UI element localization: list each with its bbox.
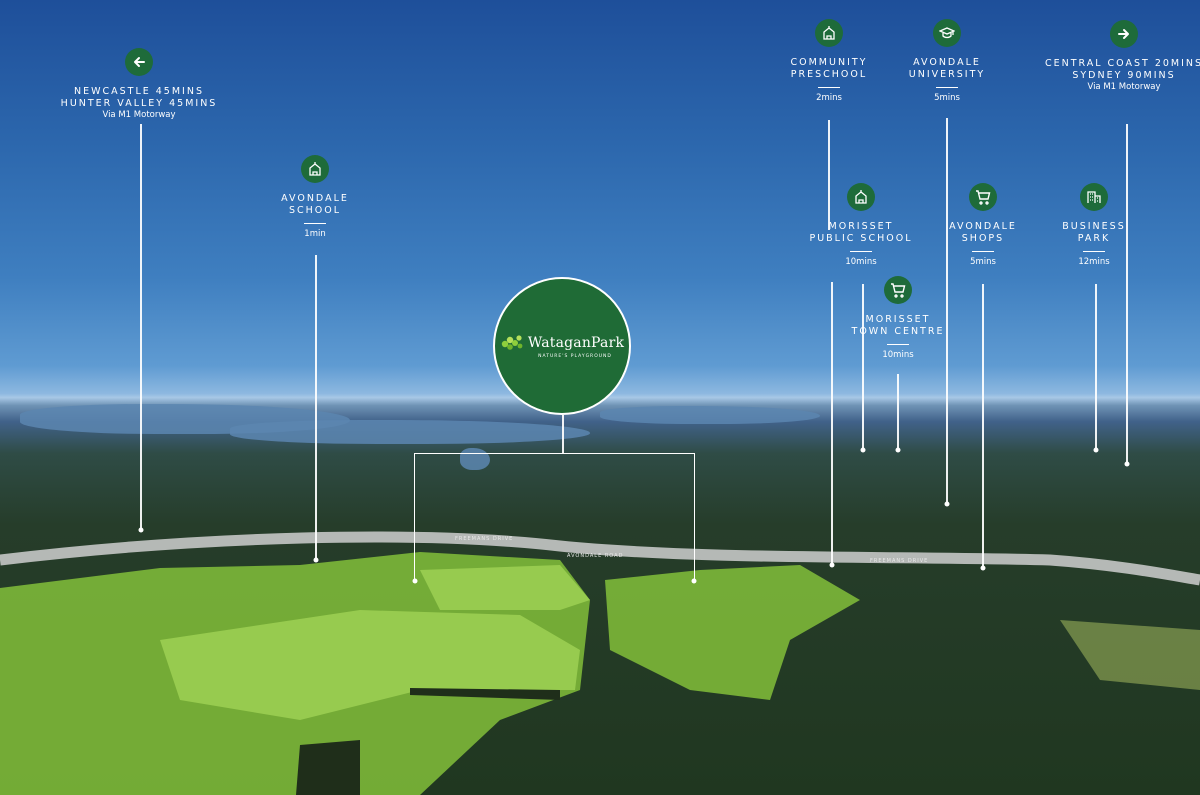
poi-avondale-shops: AVONDALE SHOPS 5mins <box>903 183 1063 268</box>
poi-label: AVONDALE <box>949 221 1017 232</box>
office-building-icon <box>1080 183 1108 211</box>
lake <box>230 420 590 444</box>
lake <box>600 406 820 424</box>
divider <box>304 223 326 224</box>
poi-time: 2mins <box>816 93 842 103</box>
poi-avondale-school: AVONDALE SCHOOL 1min <box>235 155 395 240</box>
poi-label: SHOPS <box>961 233 1005 244</box>
poi-label: CENTRAL COAST 20mins <box>1044 58 1200 69</box>
location-dot <box>691 578 697 584</box>
leader-line <box>831 282 833 565</box>
poi-route: Via M1 Motorway <box>102 110 176 120</box>
location-dot <box>1093 447 1099 453</box>
road-label-avondale-road: AVONDALE ROAD <box>567 553 624 559</box>
poi-route: Via M1 Motorway <box>1087 82 1161 92</box>
site-bracket <box>414 453 695 582</box>
road-label-freemans-drive: FREEMANS DRIVE <box>455 536 514 542</box>
poi-newcastle: NEWCASTLE 45mins HUNTER VALLEY 45mins Vi… <box>59 48 219 121</box>
divider <box>850 251 872 252</box>
leaf-cluster-icon <box>501 334 523 350</box>
arrow-right-icon <box>1110 20 1138 48</box>
location-dot <box>980 565 986 571</box>
watagan-park-logo: WataganPark NATURE'S PLAYGROUND <box>493 277 631 415</box>
poi-label: HUNTER VALLEY 45mins <box>60 98 218 109</box>
shopping-cart-icon <box>884 276 912 304</box>
poi-time: 12mins <box>1078 257 1110 267</box>
location-dot <box>944 501 950 507</box>
leader-line <box>862 284 864 450</box>
poi-label: PUBLIC SCHOOL <box>809 233 913 244</box>
leader-line <box>1095 284 1097 450</box>
poi-time: 5mins <box>970 257 996 267</box>
divider <box>936 87 958 88</box>
leader-line <box>897 374 899 450</box>
poi-label: SCHOOL <box>288 205 342 216</box>
poi-central-coast: CENTRAL COAST 20mins SYDNEY 90mins Via M… <box>1044 20 1200 93</box>
brand-tagline: NATURE'S PLAYGROUND <box>538 353 612 359</box>
location-dot <box>895 447 901 453</box>
poi-label: COMMUNITY <box>790 57 868 68</box>
shopping-cart-icon <box>969 183 997 211</box>
leader-line <box>140 124 142 530</box>
poi-time: 10mins <box>882 350 914 360</box>
poi-label: UNIVERSITY <box>908 69 986 80</box>
location-dot <box>138 527 144 533</box>
poi-time: 10mins <box>845 257 877 267</box>
poi-morisset-town-centre: MORISSET TOWN CENTRE 10mins <box>818 276 978 361</box>
arrow-left-icon <box>125 48 153 76</box>
logo-connector <box>562 415 564 453</box>
graduation-cap-icon <box>933 19 961 47</box>
poi-label: BUSINESS <box>1062 221 1126 232</box>
poi-label: TOWN CENTRE <box>851 326 945 337</box>
location-dot <box>1124 461 1130 467</box>
divider <box>887 344 909 345</box>
location-dot <box>860 447 866 453</box>
poi-label: AVONDALE <box>281 193 349 204</box>
poi-time: 5mins <box>934 93 960 103</box>
road-label-freemans-drive: FREEMANS DRIVE <box>870 558 929 564</box>
location-dot <box>313 557 319 563</box>
location-dot <box>829 562 835 568</box>
school-icon <box>847 183 875 211</box>
poi-label: PARK <box>1077 233 1111 244</box>
location-dot <box>412 578 418 584</box>
poi-label: PRESCHOOL <box>790 69 868 80</box>
poi-community-preschool: COMMUNITY PRESCHOOL 2mins <box>749 19 909 104</box>
leader-line <box>1126 124 1128 464</box>
poi-label: SYDNEY 90mins <box>1072 70 1176 81</box>
divider <box>1083 251 1105 252</box>
poi-morisset-public-school: MORISSET PUBLIC SCHOOL 10mins <box>781 183 941 268</box>
poi-label: MORISSET <box>828 221 894 232</box>
poi-business-park: BUSINESS PARK 12mins <box>1014 183 1174 268</box>
leader-line <box>982 284 984 568</box>
leader-line <box>946 118 948 504</box>
brand-name: WataganPark <box>527 334 625 351</box>
poi-label: MORISSET <box>865 314 931 325</box>
poi-time: 1min <box>304 229 326 239</box>
divider <box>818 87 840 88</box>
poi-label: AVONDALE <box>913 57 981 68</box>
leader-line <box>315 255 317 560</box>
leader-line <box>828 120 830 230</box>
poi-avondale-university: AVONDALE UNIVERSITY 5mins <box>867 19 1027 104</box>
poi-label: NEWCASTLE 45mins <box>73 86 204 97</box>
school-icon <box>815 19 843 47</box>
school-icon <box>301 155 329 183</box>
divider <box>972 251 994 252</box>
